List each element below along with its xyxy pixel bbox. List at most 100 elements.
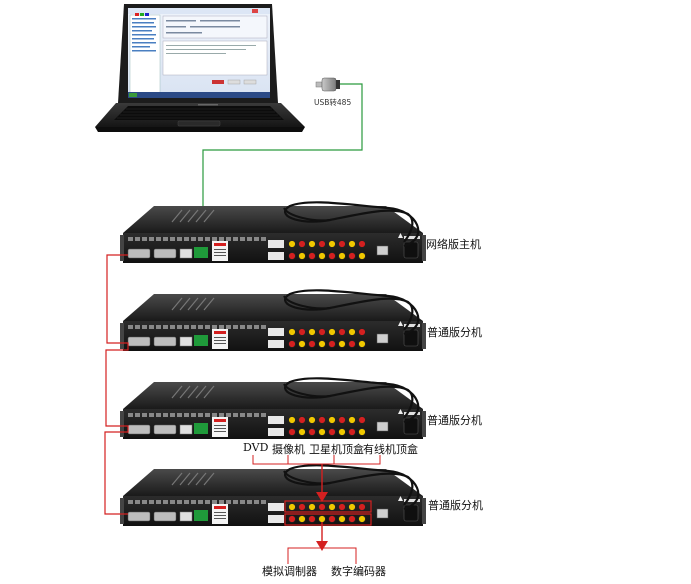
device-rs485-terminal xyxy=(194,247,208,258)
device-terminal-pin xyxy=(247,500,252,504)
laptop-base-edge xyxy=(95,127,305,132)
device-power-label xyxy=(404,412,420,415)
device-terminal-pin xyxy=(205,237,210,241)
device-terminal-pin xyxy=(128,237,133,241)
device-rca-jack xyxy=(288,428,296,436)
device-port xyxy=(179,248,193,259)
device-av-label-strip xyxy=(268,428,284,436)
device-terminal-pin xyxy=(233,237,238,241)
device-power-label xyxy=(404,236,420,239)
device-rca-jack xyxy=(288,252,296,260)
laptop-brand-badge xyxy=(198,104,218,106)
device-terminal-pin xyxy=(191,325,196,329)
device-rca-jack xyxy=(328,416,336,424)
device-rca-jack xyxy=(338,503,346,511)
device-terminal-pin xyxy=(142,237,147,241)
device-rca-jack xyxy=(318,252,326,260)
device-terminal-pin xyxy=(247,237,252,241)
device-rca-jack xyxy=(348,515,356,523)
device-terminal-pin xyxy=(142,325,147,329)
device-rca-jack xyxy=(328,340,336,348)
device-top-cover xyxy=(123,294,423,321)
device-terminal-pin xyxy=(247,325,252,329)
device-sticker-logo xyxy=(214,506,226,509)
usb-plug-icon xyxy=(315,81,323,88)
device-terminal-pin xyxy=(170,237,175,241)
device-power-label xyxy=(404,324,420,327)
device-terminal-pin xyxy=(240,500,245,504)
device-rca-jack xyxy=(308,428,316,436)
device-terminal-pin xyxy=(240,325,245,329)
device-rca-jack xyxy=(318,503,326,511)
device-network-port xyxy=(376,245,389,256)
device-sticker-text xyxy=(214,252,226,253)
device-terminal-pin xyxy=(261,500,266,504)
device-sticker-text xyxy=(214,249,226,250)
input-label-cable: 有线机顶盒 xyxy=(363,443,418,456)
input-label-satellite: 卫星机顶盒 xyxy=(309,443,364,456)
laptop-keyboard-keys xyxy=(114,106,284,120)
device-vent xyxy=(179,385,191,399)
device-terminal-pin xyxy=(240,237,245,241)
device-label-main: 网络版主机 xyxy=(426,238,481,251)
device-terminal-pin xyxy=(149,325,154,329)
device-sticker-text xyxy=(214,518,226,519)
device-ear-left xyxy=(120,411,124,437)
device-terminal-pin xyxy=(254,325,259,329)
device-terminal-pin xyxy=(184,413,189,417)
device-rca-jack xyxy=(298,328,306,336)
device-rca-jack xyxy=(298,252,306,260)
device-terminal-pin xyxy=(226,500,231,504)
device-terminal-pin xyxy=(128,500,133,504)
device-sticker-text xyxy=(214,337,226,338)
device-vent xyxy=(187,209,199,223)
device-terminal-pin xyxy=(135,237,140,241)
device-rs485-terminal xyxy=(194,510,208,521)
device-rca-jack xyxy=(348,503,356,511)
device-warning-icon xyxy=(398,409,403,414)
device-sticker-text xyxy=(214,512,226,513)
device-power-cord-loop xyxy=(283,295,331,310)
device-sticker-text xyxy=(214,428,226,429)
device-serial-port xyxy=(127,336,151,347)
device-ear-left xyxy=(120,235,124,261)
software-device-list xyxy=(129,14,161,96)
device-top-cover xyxy=(123,206,423,233)
device-terminal-pin xyxy=(163,237,168,241)
device-power-cord-loop xyxy=(283,470,331,485)
device-power-cord xyxy=(283,377,420,424)
device-vent xyxy=(179,472,191,486)
device-terminal-pin xyxy=(177,500,182,504)
device-terminal-pin xyxy=(261,237,266,241)
usb-adapter-terminal xyxy=(336,80,340,89)
device-terminal-pin xyxy=(219,325,224,329)
device-av-label-strip xyxy=(268,252,284,260)
device-terminal-pin xyxy=(156,500,161,504)
device-rca-jack xyxy=(308,515,316,523)
device-terminal-pin xyxy=(205,413,210,417)
device-terminal-pin xyxy=(254,413,259,417)
device-network-port xyxy=(376,508,389,519)
device-rca-jack xyxy=(348,416,356,424)
device-vent xyxy=(171,297,183,311)
device-av-label-strip xyxy=(268,503,284,511)
device-vent xyxy=(195,297,207,311)
device-serial-port xyxy=(153,424,177,435)
device-rca-jack xyxy=(338,340,346,348)
device-label-sub-3: 普通版分机 xyxy=(428,499,483,512)
device-terminal-pin xyxy=(191,500,196,504)
device-vent xyxy=(195,385,207,399)
device-terminal-pin xyxy=(128,325,133,329)
device-vent xyxy=(195,472,207,486)
device-av-label-strip xyxy=(268,515,284,523)
device-terminal-pin xyxy=(247,413,252,417)
software-button xyxy=(243,79,257,85)
usb-rs485-adapter xyxy=(315,77,340,92)
device-sticker-logo xyxy=(214,243,226,246)
device-rca-jack xyxy=(328,252,336,260)
device-terminal-pin xyxy=(198,500,203,504)
device-port xyxy=(179,511,193,522)
device-terminal-pin xyxy=(184,237,189,241)
device-terminal-pin xyxy=(170,413,175,417)
